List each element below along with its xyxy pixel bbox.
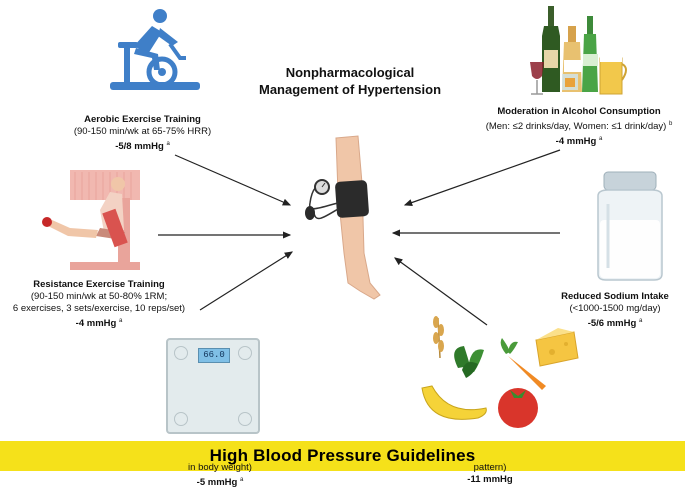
diagram-title: Nonpharmacological Management of Hyperte… [230, 64, 470, 98]
alcohol-value: -4 mmHg [555, 136, 597, 148]
resistance-caption: Resistance Exercise Training (90-150 min… [0, 279, 198, 330]
salt-jar-icon [597, 171, 663, 281]
sodium-caption: Reduced Sodium Intake (<1000-1500 mg/day… [550, 291, 680, 330]
sodium-heading: Reduced Sodium Intake [561, 291, 669, 302]
banana-icon [421, 385, 487, 420]
alcohol-detail: (Men: ≤2 drinks/day, Women: ≤1 drink/day… [485, 121, 667, 133]
resistance-note: a [118, 318, 123, 324]
alcohol-heading: Moderation in Alcohol Consumption [497, 106, 661, 117]
scale-display: 66.0 [198, 348, 230, 363]
resistance-detail-1: (90-150 min/wk at 50-80% 1RM; [30, 291, 168, 302]
arrow-diet [394, 257, 488, 326]
sodium-note: a [638, 318, 643, 324]
weight-detail: in body weight) [188, 462, 252, 473]
resistance-detail-2: 6 exercises, 3 sets/exercise, 10 reps/se… [12, 303, 186, 314]
alcohol-note: a [598, 136, 603, 143]
sodium-detail: (<1000-1500 mg/day) [569, 303, 661, 314]
tomato-icon [498, 388, 538, 428]
alcohol-caption: Moderation in Alcohol Consumption (Men: … [474, 106, 684, 148]
weight-caption: in body weight) -5 mmHg a [160, 462, 280, 489]
alcohol-drinks-icon [530, 6, 627, 95]
scale-foot [174, 346, 188, 360]
resistance-machine-icon [42, 170, 140, 270]
scale-foot [238, 412, 252, 426]
scale-foot [238, 346, 252, 360]
alcohol-note-b: b [668, 121, 673, 127]
wheat-icon [433, 316, 444, 359]
exercise-bike-icon [110, 9, 200, 90]
arrow-alcohol [403, 149, 561, 206]
aerobic-heading: Aerobic Exercise Training [84, 114, 201, 125]
scale-foot [174, 412, 188, 426]
carrot-icon [500, 338, 546, 390]
title-line-1: Nonpharmacological [285, 65, 415, 80]
weight-note: a [239, 477, 244, 483]
diet-caption: pattern) -11 mmHg [440, 462, 540, 486]
aerobic-value: -5/8 mmHg [115, 141, 164, 153]
aerobic-caption: Aerobic Exercise Training (90-150 min/wk… [40, 114, 245, 153]
sodium-value: -5/6 mmHg [587, 318, 637, 330]
aerobic-note: a [166, 141, 170, 147]
resistance-heading: Resistance Exercise Training [33, 279, 165, 290]
bathroom-scale-icon: 66.0 [166, 338, 260, 434]
title-line-2: Management of Hypertension [258, 82, 442, 97]
healthy-food-icon [421, 316, 579, 428]
arrow-weight [199, 251, 294, 311]
aerobic-detail: (90-150 min/wk at 65-75% HRR) [73, 126, 212, 137]
arrow-aerobic [174, 154, 292, 206]
diet-detail: pattern) [473, 462, 507, 473]
guidelines-banner: High Blood Pressure Guidelines [0, 441, 685, 471]
cheese-icon [535, 328, 579, 367]
diet-value: -11 mmHg [467, 474, 513, 485]
blood-pressure-arm-icon [305, 135, 381, 300]
weight-value: -5 mmHg [196, 477, 238, 489]
resistance-value: -4 mmHg [75, 318, 117, 330]
spinach-icon [454, 346, 484, 378]
